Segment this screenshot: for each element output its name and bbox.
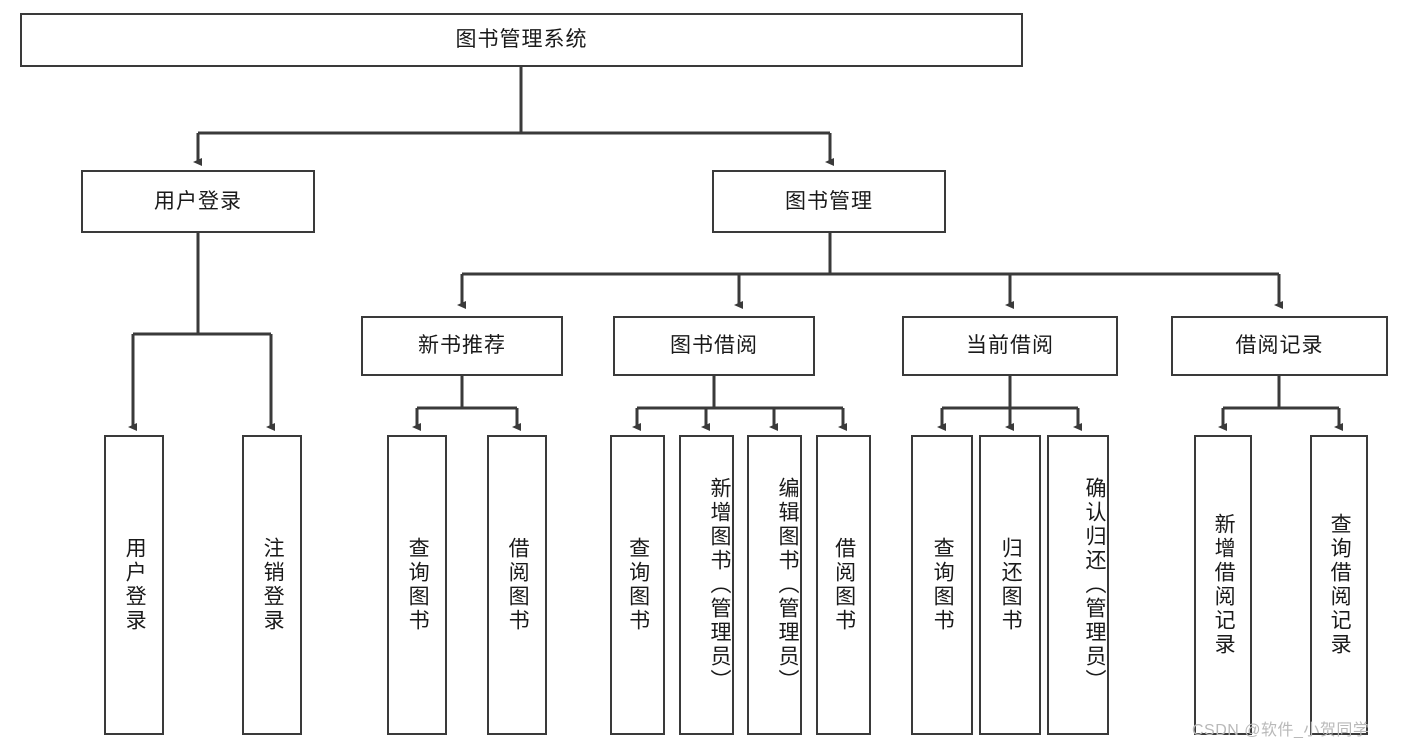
node-label: 借阅记录 <box>1235 334 1324 358</box>
node-label: 查询图书 <box>626 537 650 633</box>
node-label: 归还图书 <box>999 537 1023 633</box>
leaf-query-book-recommend[interactable]: 查询图书 <box>387 435 447 735</box>
leaf-borrow-book[interactable]: 借阅图书 <box>816 435 871 735</box>
node-label: 确认归还（管理员） <box>1083 477 1106 693</box>
node-root-book-management-system[interactable]: 图书管理系统 <box>20 13 1023 67</box>
node-label: 用户登录 <box>154 189 242 213</box>
leaf-add-book-admin[interactable]: 新增图书（管理员） <box>679 435 734 735</box>
node-book-management[interactable]: 图书管理 <box>712 170 946 233</box>
node-book-borrow[interactable]: 图书借阅 <box>613 316 815 376</box>
node-label: 借阅图书 <box>506 537 530 633</box>
node-current-borrow[interactable]: 当前借阅 <box>902 316 1118 376</box>
csdn-watermark: CSDN @软件_小贺同学 <box>1192 722 1370 739</box>
node-label: 新书推荐 <box>418 334 506 358</box>
leaf-borrow-book-recommend[interactable]: 借阅图书 <box>487 435 547 735</box>
leaf-logout[interactable]: 注销登录 <box>242 435 302 735</box>
node-label: 当前借阅 <box>966 334 1054 358</box>
node-label: 图书管理 <box>785 189 873 213</box>
leaf-query-borrow-record[interactable]: 查询借阅记录 <box>1310 435 1368 735</box>
node-label: 查询借阅记录 <box>1328 513 1352 657</box>
node-label: 新增图书（管理员） <box>708 477 731 693</box>
leaf-query-book-current[interactable]: 查询图书 <box>911 435 973 735</box>
leaf-edit-book-admin[interactable]: 编辑图书（管理员） <box>747 435 802 735</box>
leaf-query-book-borrow[interactable]: 查询图书 <box>610 435 665 735</box>
node-label: 查询图书 <box>931 537 955 633</box>
node-label: 新增借阅记录 <box>1212 513 1236 657</box>
node-new-book-recommend[interactable]: 新书推荐 <box>361 316 563 376</box>
node-label: 查询图书 <box>406 537 430 633</box>
node-label: 用户登录 <box>123 537 147 633</box>
node-label: 图书管理系统 <box>455 28 588 52</box>
node-label: 编辑图书（管理员） <box>776 477 799 693</box>
leaf-confirm-return-admin[interactable]: 确认归还（管理员） <box>1047 435 1109 735</box>
node-label: 借阅图书 <box>832 537 856 633</box>
node-label: 图书借阅 <box>670 334 758 358</box>
node-borrow-record[interactable]: 借阅记录 <box>1171 316 1388 376</box>
node-label: 注销登录 <box>261 537 285 633</box>
leaf-user-login[interactable]: 用户登录 <box>104 435 164 735</box>
leaf-add-borrow-record[interactable]: 新增借阅记录 <box>1194 435 1252 735</box>
leaf-return-book[interactable]: 归还图书 <box>979 435 1041 735</box>
node-user-login[interactable]: 用户登录 <box>81 170 315 233</box>
